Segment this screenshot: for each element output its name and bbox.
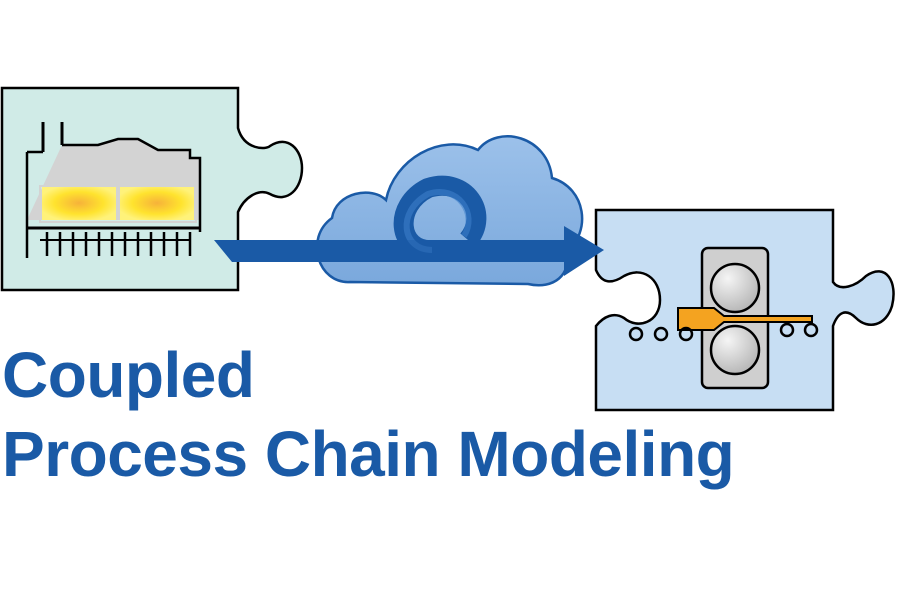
process-flow-arrow [214,175,604,276]
mill-puzzle-piece [594,208,895,412]
rolling-mill-icon [628,246,819,390]
title-line-1: Coupled [2,339,255,411]
reheating-furnace-icon [25,122,202,258]
lower-roll [709,324,761,376]
hot-slab-1 [42,186,116,220]
upper-roll [709,262,761,314]
cloud-icon [315,135,584,287]
hot-slab-2 [120,186,194,220]
furnace-puzzle-piece [0,86,304,292]
title-line-2: Process Chain Modeling [2,418,735,490]
